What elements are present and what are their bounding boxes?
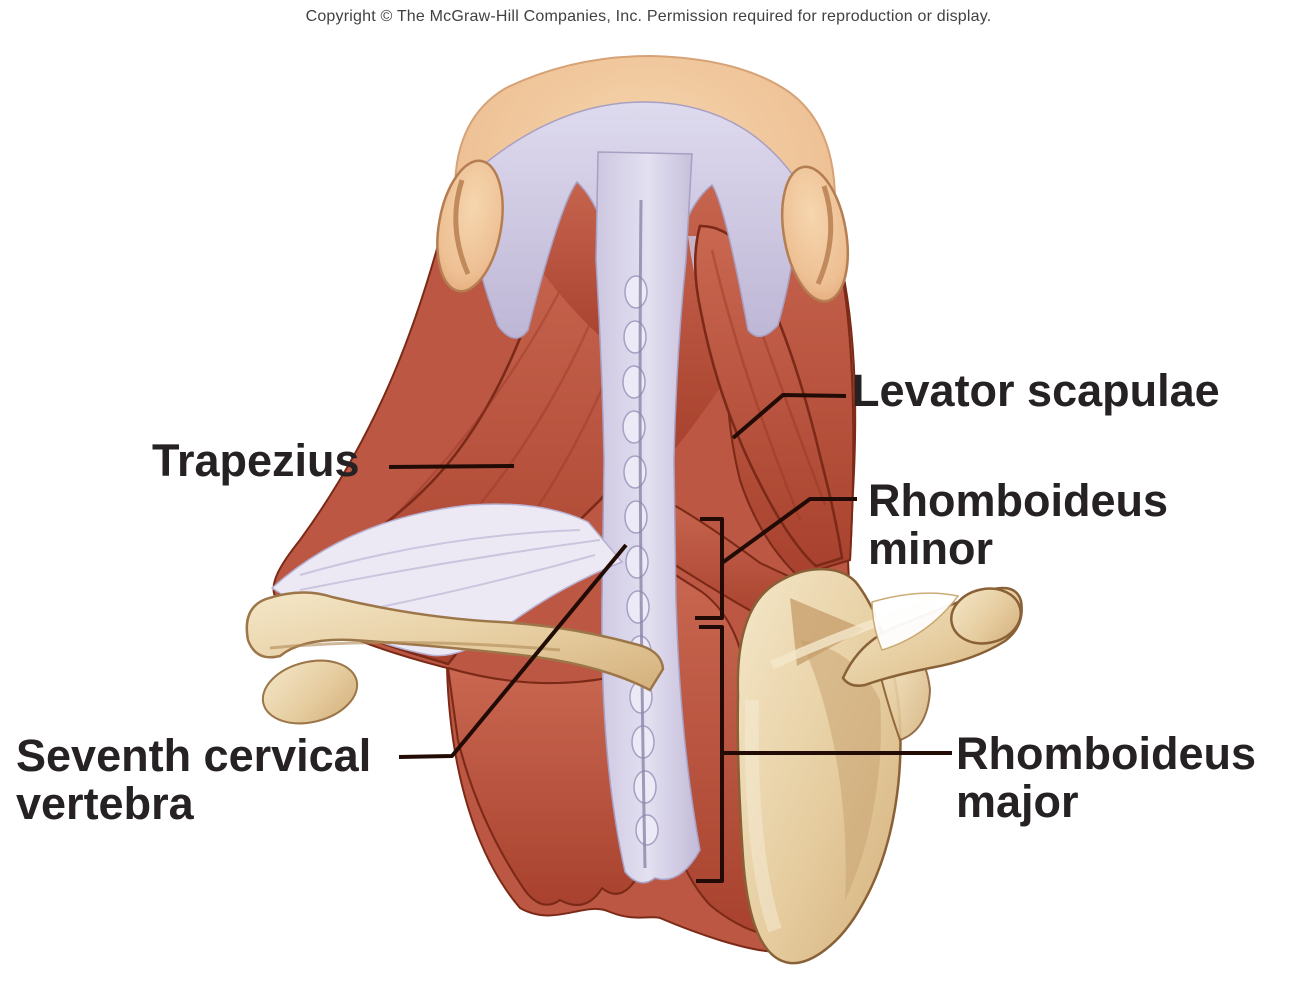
vertebral-column [595,151,701,884]
spine-midline [638,199,647,869]
spine-band [595,151,701,884]
acromion-knob [950,587,1022,645]
leader-trapezius [388,464,515,469]
scapula-bone [736,568,1023,965]
clavicle-bone [245,591,665,725]
ear-left [436,159,504,293]
label-seventh-cervical-vertebra: Seventh cervical vertebra [16,730,372,830]
scapula-notch-gap [871,592,960,651]
label-rhomboideus-major: Rhomboideus major [956,728,1256,828]
label-levator-scapulae: Levator scapulae [852,365,1220,416]
copyright-text: Copyright © The McGraw-Hill Companies, I… [305,8,992,25]
bracket-rhomboideus-major [696,625,724,883]
spinous-processes [622,275,659,846]
bracket-rhomboideus-minor [695,517,724,620]
label-trapezius: Trapezius [152,435,360,486]
leader-lines [388,393,952,883]
levator-scapulae-muscle [693,224,844,568]
scapula-medial-highlight [744,699,782,933]
humerus-head [261,659,359,725]
leader-levator-scapulae [731,393,847,440]
label-rhomboideus-minor: Rhomboideus minor [868,475,1168,575]
scapula-shading [800,640,881,900]
lower-trapezius-muscle [447,667,643,906]
leader-rhomboideus-minor [720,497,857,565]
ear-right [781,165,849,303]
leader-seventh-cervical [398,543,628,759]
